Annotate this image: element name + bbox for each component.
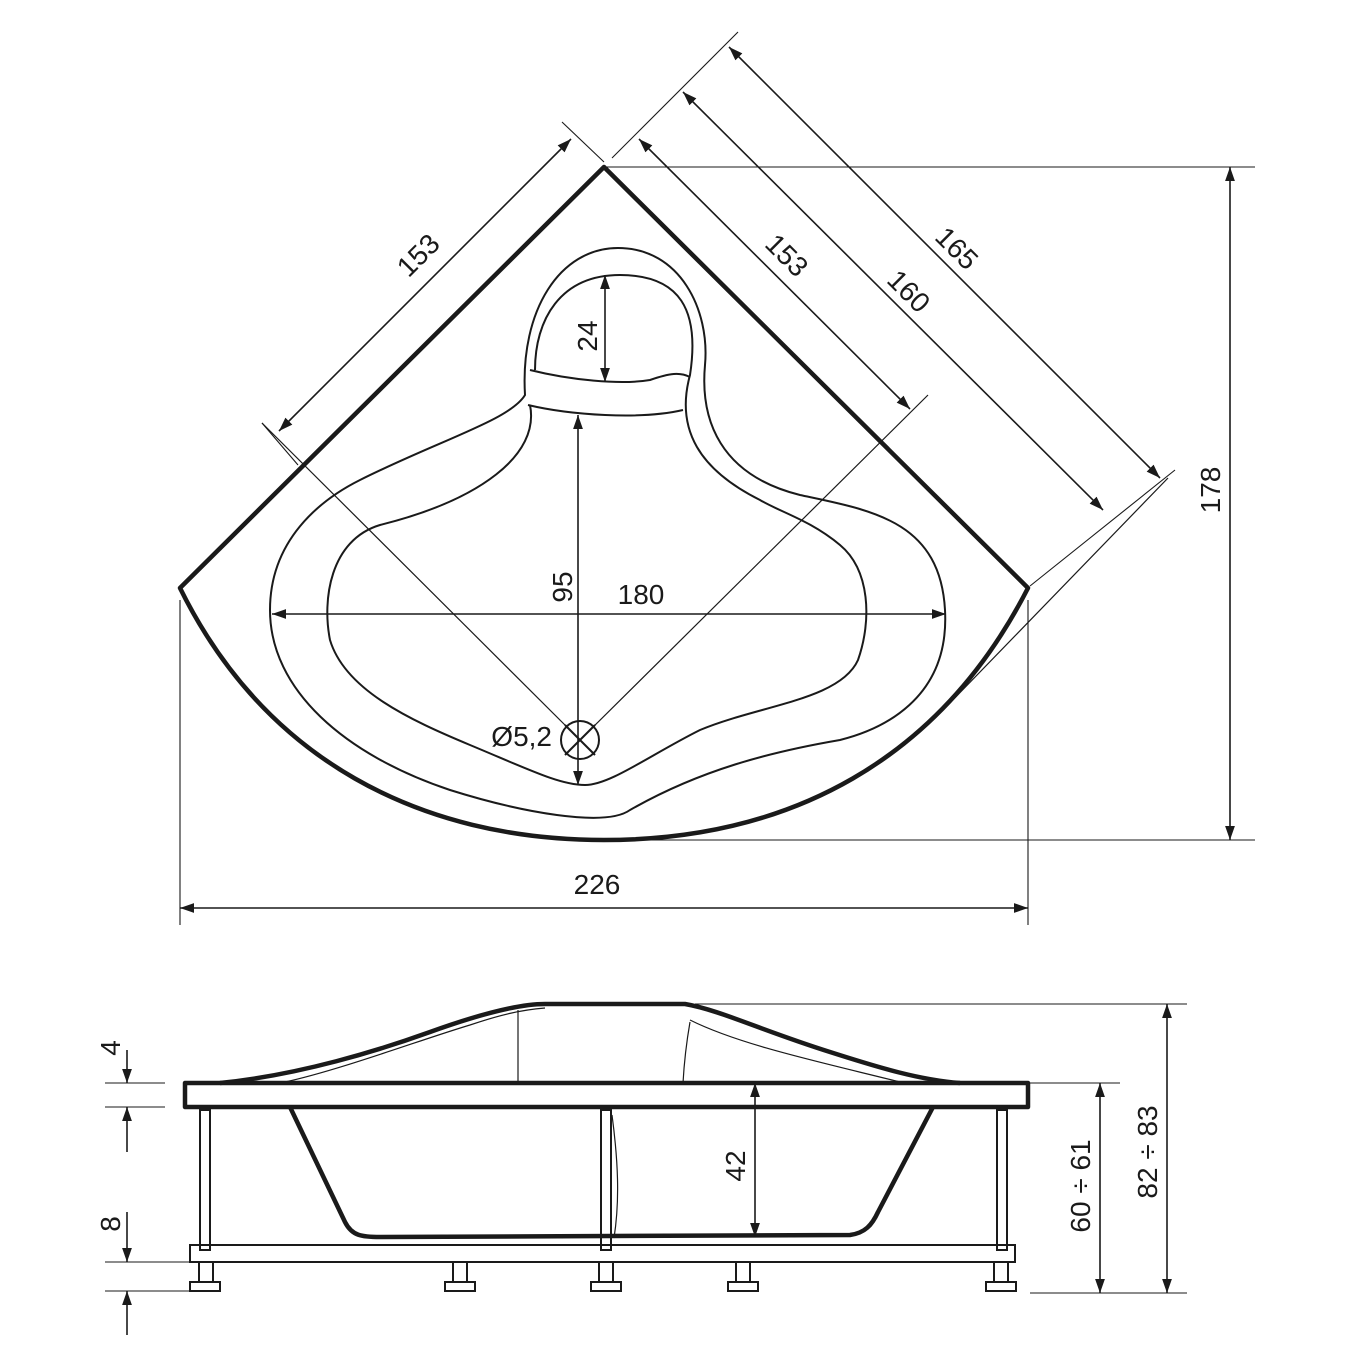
ext-left-top <box>561 121 605 163</box>
dim-label-153-left: 153 <box>391 228 446 283</box>
dim-label-95: 95 <box>547 571 578 602</box>
dim-line-153-right <box>638 138 911 410</box>
dim-label-42: 42 <box>720 1150 751 1181</box>
ext-right-bottom-1 <box>1029 469 1176 587</box>
dim-label-160: 160 <box>881 264 936 319</box>
dim-label-drain: Ø5,2 <box>491 721 552 752</box>
tub-top-inner-right <box>689 1019 901 1083</box>
headrest-bottom-line <box>527 404 684 417</box>
dim-label-180: 180 <box>618 579 665 610</box>
dim-label-24: 24 <box>572 320 603 351</box>
dim-line-160 <box>682 91 1104 511</box>
diagonal-right <box>579 394 929 741</box>
dim-label-165: 165 <box>929 221 984 276</box>
dim-label-153-right: 153 <box>759 228 814 283</box>
diagonal-right-ext <box>947 477 1169 706</box>
dim-label-226: 226 <box>574 869 621 900</box>
headrest-top-line <box>529 369 691 383</box>
drain-symbol <box>560 720 600 760</box>
dim-label-82-83: 82 ÷ 83 <box>1132 1105 1163 1198</box>
dim-label-178: 178 <box>1195 467 1226 514</box>
dim-line-165 <box>728 46 1161 479</box>
side-view: 4 8 42 60 ÷ 61 82 ÷ 83 <box>95 1001 1187 1335</box>
tub-top-profile <box>219 1001 961 1086</box>
ext-right-top-1 <box>611 31 739 159</box>
headrest-edge-right <box>682 1021 691 1084</box>
dim-label-60-61: 60 ÷ 61 <box>1065 1139 1096 1232</box>
support-legs <box>199 1109 1008 1251</box>
adjustable-feet <box>189 1261 1017 1292</box>
tub-rim-contour <box>268 246 947 819</box>
diagonal-left <box>261 422 581 741</box>
ext-left-bottom <box>261 422 299 466</box>
base-frame <box>189 1244 1016 1263</box>
dim-line-153-left <box>278 138 572 432</box>
tub-top-inner-left <box>284 1007 546 1083</box>
top-view: 153 153 160 165 178 24 95 180 Ø5,2 226 <box>177 31 1255 925</box>
dim-label-8: 8 <box>95 1216 126 1232</box>
tub-basin-body <box>287 1105 935 1240</box>
dim-label-4: 4 <box>95 1040 126 1056</box>
tub-rim-slab <box>182 1080 1031 1110</box>
